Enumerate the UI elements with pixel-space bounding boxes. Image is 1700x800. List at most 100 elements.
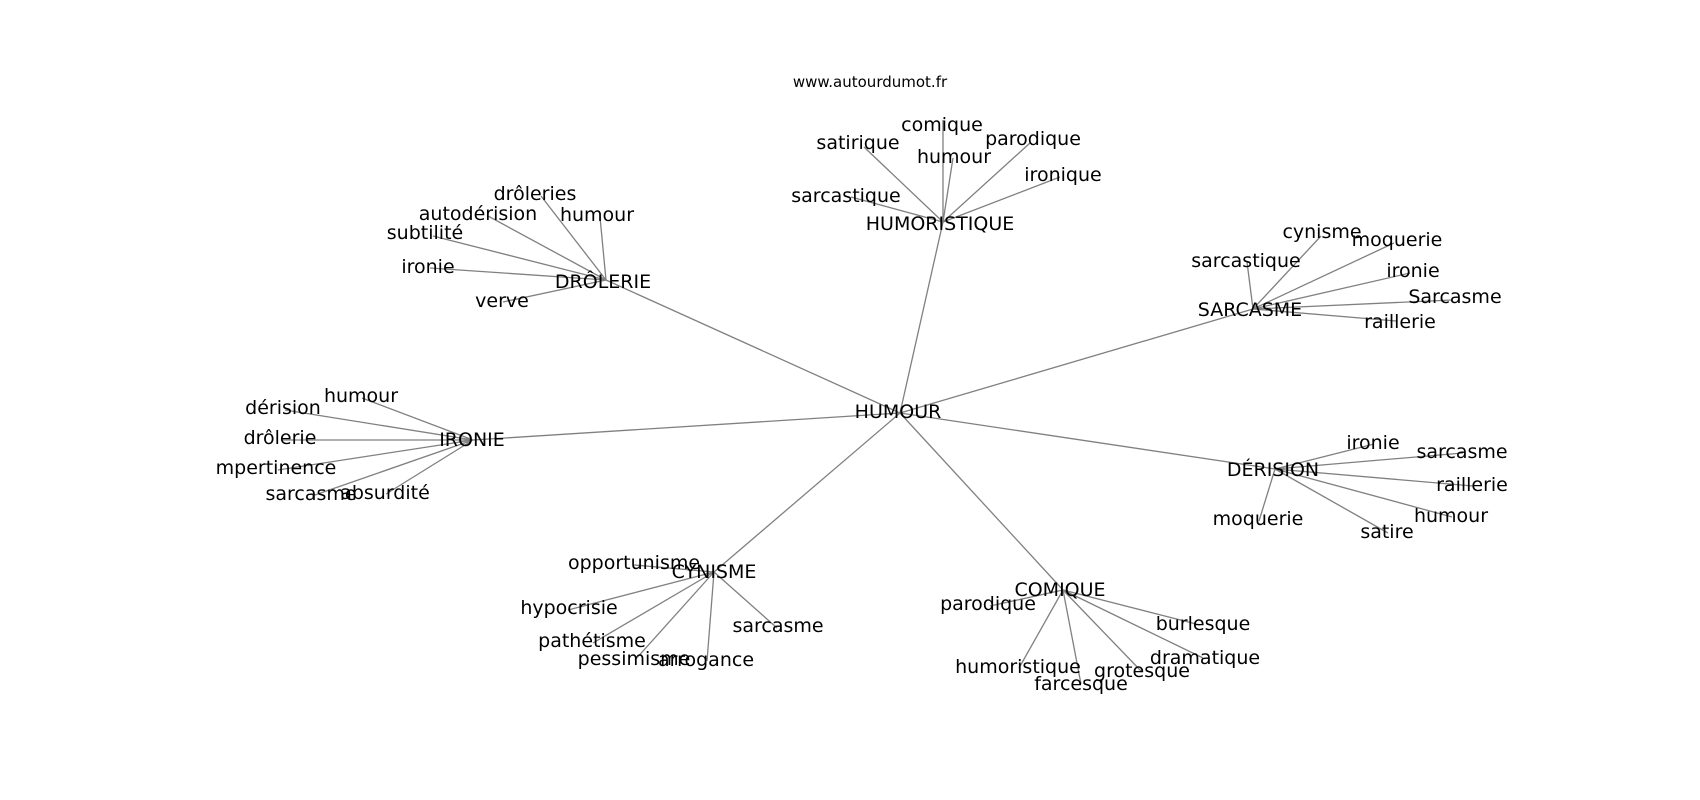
edge-line	[385, 439, 474, 495]
leaf-label[interactable]: subtilité	[387, 222, 463, 244]
edge-line	[599, 216, 607, 281]
leaf-label[interactable]: moquerie	[1213, 508, 1304, 530]
edge-line	[1274, 452, 1464, 470]
leaf-label[interactable]: ironie	[1386, 260, 1439, 282]
edge-line	[540, 195, 607, 281]
edge-line	[634, 571, 715, 661]
source-caption: www.autourdumot.fr	[793, 73, 948, 91]
edge-line	[633, 564, 715, 573]
edge-line	[989, 589, 1064, 607]
leaf-label[interactable]: sarcasme	[1416, 441, 1507, 463]
leaf-label[interactable]: drôlerie	[244, 427, 317, 449]
hub-label[interactable]: HUMORISTIQUE	[866, 213, 1014, 235]
leaf-label[interactable]: autodérision	[419, 203, 537, 225]
edge-line	[1246, 261, 1254, 310]
edge-line	[1252, 299, 1453, 310]
leaf-label[interactable]: Sarcasme	[1408, 286, 1501, 308]
edge-line	[1062, 589, 1143, 673]
edge-line	[567, 571, 715, 611]
leaf-label[interactable]: raillerie	[1436, 474, 1508, 496]
leaf-label[interactable]: grotesque	[1094, 660, 1190, 682]
edge-line	[1274, 468, 1474, 487]
edge-line	[713, 571, 778, 629]
edge-line	[899, 412, 1064, 591]
leaf-label[interactable]: satirique	[816, 132, 899, 154]
leaf-label[interactable]: ironique	[1024, 164, 1101, 186]
leaf-label[interactable]: drôleries	[494, 183, 577, 205]
edge-line	[1062, 589, 1201, 626]
edge-line	[1018, 589, 1064, 669]
edge-line	[863, 146, 944, 223]
leaf-label[interactable]: sarcastique	[791, 185, 900, 207]
edge-line	[1274, 468, 1453, 518]
leaf-label[interactable]: pessimisme	[578, 648, 691, 670]
leaf-label[interactable]: hypocrisie	[520, 597, 617, 619]
edge-line	[1252, 272, 1411, 310]
leaf-label[interactable]: dramatique	[1150, 647, 1260, 669]
leaf-label[interactable]: sarcastique	[1191, 250, 1300, 272]
leaf-label[interactable]: humour	[560, 204, 634, 226]
leaf-label[interactable]: raillerie	[1364, 311, 1436, 333]
leaf-label[interactable]: comique	[901, 114, 983, 136]
edge-line	[472, 412, 901, 441]
leaf-label[interactable]: humoristique	[955, 656, 1081, 678]
leaf-label[interactable]: parodique	[985, 128, 1081, 150]
leaf-label[interactable]: verve	[475, 290, 529, 312]
leaf-label[interactable]: ironie	[1346, 432, 1399, 454]
hub-label[interactable]: DRÔLERIE	[555, 269, 651, 293]
leaf-label[interactable]: sarcasme	[732, 615, 823, 637]
edge-line	[429, 267, 607, 281]
edge-line	[502, 279, 607, 303]
leaf-label[interactable]: dérision	[245, 397, 321, 419]
edges-layer	[277, 120, 1474, 685]
center-node-label[interactable]: HUMOUR	[855, 401, 942, 423]
edge-line	[899, 221, 944, 414]
leaf-label[interactable]: absurdité	[340, 482, 430, 504]
edge-line	[487, 215, 607, 281]
leaf-label[interactable]: burlesque	[1156, 613, 1251, 635]
edge-line	[942, 157, 954, 223]
edge-line	[899, 308, 1254, 414]
leaf-label[interactable]: humour	[324, 385, 398, 407]
leaf-label[interactable]: pathétisme	[538, 630, 646, 652]
edge-line	[713, 412, 901, 573]
leaf-label[interactable]: humour	[1414, 505, 1488, 527]
hub-label[interactable]: IRONIE	[439, 429, 505, 451]
leaf-label[interactable]: humour	[917, 146, 991, 168]
edge-line	[361, 397, 474, 441]
leaf-label[interactable]: farcesque	[1034, 673, 1128, 695]
hub-label[interactable]: DÉRISION	[1227, 458, 1319, 481]
edge-line	[942, 176, 1061, 223]
hub-label[interactable]: SARCASME	[1198, 299, 1302, 321]
leaf-label[interactable]: moquerie	[1352, 229, 1443, 251]
edge-line	[1062, 589, 1082, 685]
edge-line	[850, 196, 944, 223]
edge-line	[706, 571, 715, 662]
leaf-label[interactable]: ironie	[401, 256, 454, 278]
edge-line	[1252, 308, 1397, 322]
edge-line	[432, 235, 607, 281]
edge-line	[942, 142, 1031, 223]
leaf-label[interactable]: arrogance	[658, 649, 754, 671]
edge-line	[311, 439, 474, 497]
edge-line	[605, 279, 901, 414]
leaf-label[interactable]: cynisme	[1282, 221, 1361, 243]
leaf-label[interactable]: parodique	[940, 593, 1036, 615]
edge-line	[592, 571, 715, 644]
hub-label[interactable]: CYNISME	[672, 561, 757, 583]
edge-line	[277, 439, 474, 471]
edge-line	[1062, 589, 1204, 659]
edge-line	[1274, 468, 1389, 534]
edge-line	[1258, 468, 1276, 522]
leaf-label[interactable]: satire	[1360, 521, 1413, 543]
hub-label[interactable]: COMIQUE	[1014, 579, 1105, 601]
edge-line	[899, 412, 1276, 470]
leaf-label[interactable]: sarcasme	[265, 483, 356, 505]
leaf-label[interactable]: opportunisme	[568, 552, 700, 574]
edge-line	[1252, 242, 1395, 310]
edge-line	[1274, 443, 1375, 470]
edge-line	[284, 409, 474, 441]
edge-line	[1252, 235, 1322, 310]
leaf-label[interactable]: mpertinence	[216, 457, 337, 479]
